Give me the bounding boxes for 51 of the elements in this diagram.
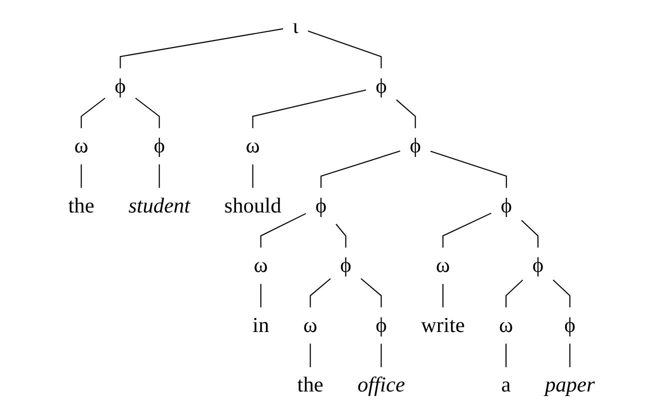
connector [252,89,366,128]
node-text: ω [246,134,260,158]
node-text: ϕ [564,314,576,338]
connector [158,164,160,188]
node-text: ω [436,254,450,278]
node-text: a [501,374,511,398]
connector [308,30,382,68]
node-text: the [297,374,324,398]
node-text: write [420,314,465,338]
node-text: ω [303,314,318,338]
node-text: ϕ [532,254,544,278]
node-text: student [128,194,190,218]
node-text: should [224,194,282,218]
node-text: ϕ [114,74,126,98]
connector [320,150,400,188]
connector [506,344,507,368]
connector [380,344,382,368]
node-text: ϕ [315,194,327,218]
connector [135,98,160,128]
connector [506,280,524,308]
connector [442,284,444,308]
node-text: ω [254,254,268,278]
node-text: ϕ [340,254,352,278]
connector [396,99,416,128]
connector [260,284,262,308]
connector [430,150,507,188]
node-text: office [358,374,405,398]
connector [360,278,382,308]
node-text: ϕ [410,134,421,158]
connector [80,164,82,188]
node-text: ϕ [154,134,165,158]
connector [442,212,492,248]
node-text: paper [544,374,595,398]
node-text: in [252,314,270,338]
node-text: ϕ [500,194,512,218]
connector [120,28,284,68]
connector [552,280,570,308]
connector [336,224,346,248]
connector [310,278,331,308]
node-text: ϕ [376,314,387,338]
connector [521,220,538,248]
connector [569,344,570,368]
node-text: ι [292,14,298,38]
node-text: ω [74,134,88,158]
connector [252,164,254,188]
connector [260,213,306,248]
node-text: ϕ [376,74,387,98]
connector [80,98,106,128]
node-text: the [68,194,94,218]
connector [310,344,311,368]
node-text: ω [499,314,514,338]
